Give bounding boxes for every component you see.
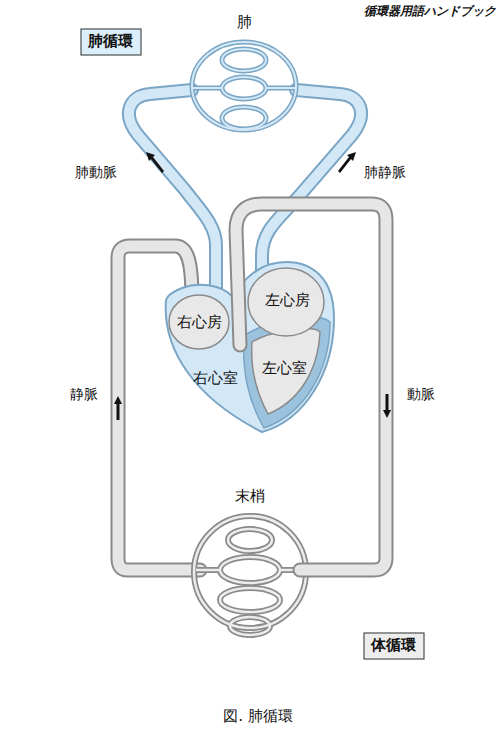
- organ-label: 肺: [237, 13, 252, 31]
- region-box: 肺循環: [81, 29, 142, 56]
- region-name: 肺循環: [88, 32, 135, 52]
- book-title: 循環器用語ハンドブック: [364, 4, 496, 18]
- flow-arrow: [114, 152, 391, 420]
- figure-caption: 図. 肺循環: [223, 707, 293, 725]
- vessel-label: 肺静脈: [364, 164, 406, 181]
- vessel-label: 動脈: [407, 386, 435, 403]
- chamber-label: 左心房: [265, 291, 310, 309]
- lung-network: [192, 42, 296, 130]
- right-atrium: [169, 295, 229, 349]
- heart-outline: [166, 262, 334, 432]
- chamber-label: 左心室: [262, 359, 307, 377]
- vessel-label: 肺動脈: [75, 164, 117, 181]
- vessel-label: 静脈: [70, 386, 98, 403]
- chamber-label: 右心房: [177, 313, 222, 331]
- peripheral-network: [194, 516, 306, 635]
- region-box: 体循環: [364, 633, 425, 660]
- left-ventricle: [252, 329, 320, 414]
- organ-label: 末梢: [235, 487, 265, 505]
- chamber-label: 右心室: [193, 369, 238, 387]
- aorta: [236, 204, 386, 570]
- region-name: 体循環: [371, 636, 418, 656]
- left-atrium: [248, 268, 324, 336]
